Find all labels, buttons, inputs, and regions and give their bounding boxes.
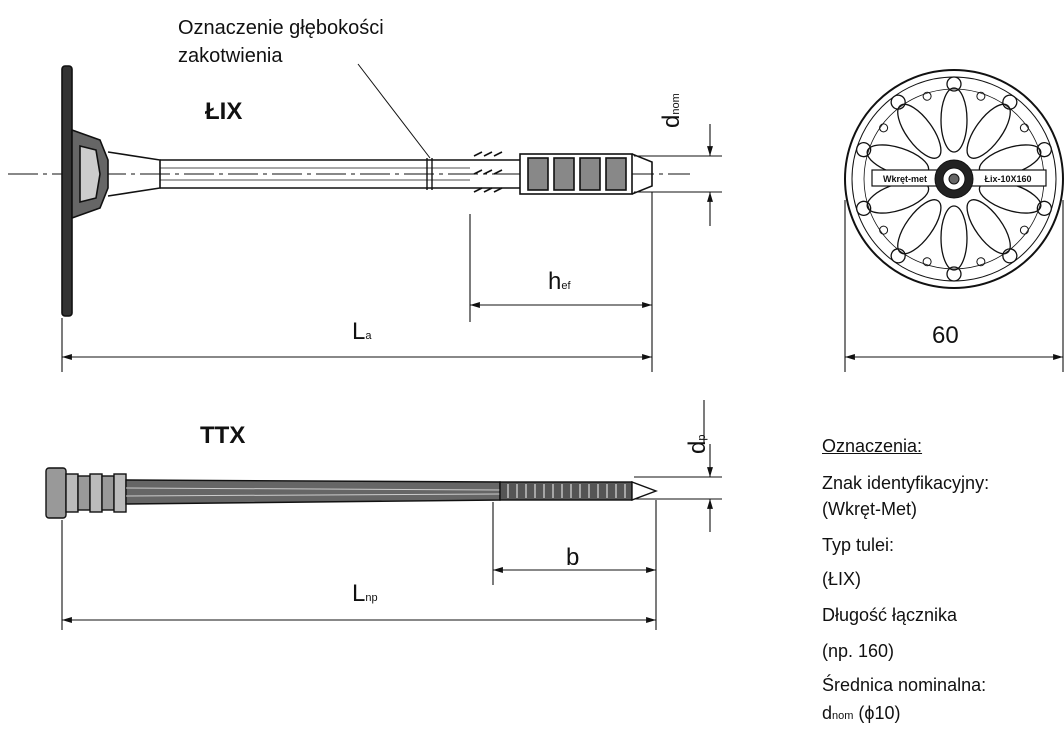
ttx-dimensions xyxy=(61,400,722,630)
l-a-sub: a xyxy=(365,330,372,342)
legend-line7: Średnica nominalna: xyxy=(822,675,987,695)
diameter-label: 60 xyxy=(932,322,959,349)
legend-line3: Typ tulei: xyxy=(822,535,895,555)
d-nom-main: d xyxy=(658,114,685,128)
h-ef-sub: ef xyxy=(561,280,571,292)
legend-d-rest: (ϕ10) xyxy=(853,703,901,723)
d-p-main: d xyxy=(684,440,711,454)
legend-line8: dnom (ϕ10) xyxy=(822,704,901,722)
d-p-sub: p xyxy=(696,434,708,441)
legend-d-sub: nom xyxy=(832,710,854,722)
head-dimensions xyxy=(844,200,1064,372)
l-np-main: L xyxy=(352,580,366,607)
l-a-main: L xyxy=(352,318,366,345)
d-nom-sub: nom xyxy=(670,93,682,115)
h-ef-main: h xyxy=(548,268,562,295)
lix-dimensions xyxy=(61,124,722,372)
l-np-sub: np xyxy=(365,592,378,604)
l-np-label: Lnp xyxy=(352,582,378,606)
d-nom-label: dnom xyxy=(658,93,685,128)
b-label: b xyxy=(566,544,580,571)
depth-mark-label-line2: zakotwienia xyxy=(178,45,283,67)
ttx-pin xyxy=(45,467,658,519)
head-text-left: Wkręt-met xyxy=(883,174,927,184)
legend-line1: Znak identyfikacyjny: xyxy=(822,473,990,493)
legend-line5: Długość łącznika xyxy=(822,605,958,625)
legend-heading: Oznaczenia: xyxy=(822,436,923,456)
legend-line2: (Wkręt-Met) xyxy=(822,499,917,519)
legend-line4: (ŁIX) xyxy=(822,569,862,589)
legend-line6: (np. 160) xyxy=(822,641,895,661)
head-text-right: Łix-10X160 xyxy=(984,174,1031,184)
depth-mark-label-line1: Oznaczenie głębokości xyxy=(178,17,384,39)
ttx-title: TTX xyxy=(200,422,246,449)
lix-title: ŁIX xyxy=(205,98,243,125)
h-ef-label: hef xyxy=(548,270,571,294)
l-a-label: La xyxy=(352,320,371,344)
d-p-label: dp xyxy=(684,434,711,454)
anchor-head-view xyxy=(844,69,1064,289)
legend-d-main: d xyxy=(822,703,833,723)
lix-anchor xyxy=(8,63,690,317)
